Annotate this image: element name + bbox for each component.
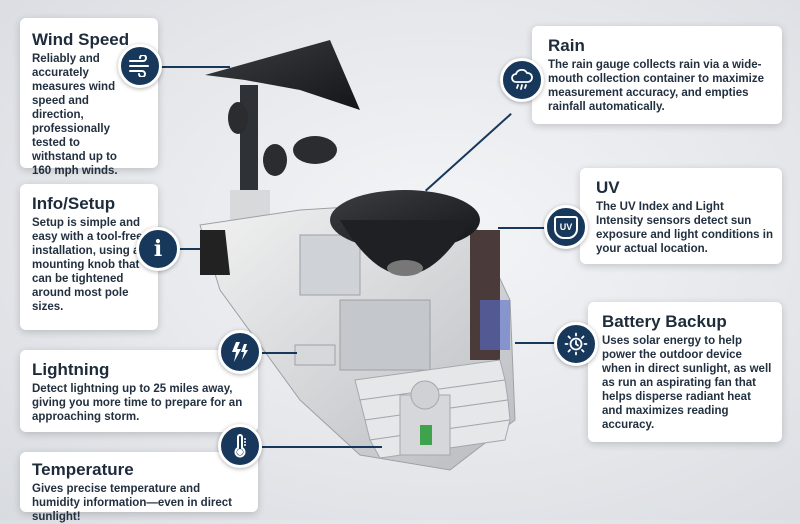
uv-title: UV: [596, 178, 620, 197]
uv-connector-line: [498, 227, 548, 229]
lightning-icon: [218, 330, 262, 374]
info-setup-card: Info/Setup Setup is simple and easy with…: [20, 184, 158, 330]
setup-connector-line: [160, 248, 200, 250]
lightning-title: Lightning: [32, 360, 110, 379]
thermometer-icon: [218, 424, 262, 468]
uv-card: UV The UV Index and Light Intensity sens…: [580, 168, 782, 264]
temperature-connector-line: [262, 446, 382, 448]
rain-title: Rain: [548, 36, 585, 55]
wind-connector-line: [160, 66, 230, 68]
uv-badge-text: UV: [559, 222, 573, 232]
info-setup-description: Setup is simple and easy with a tool-fre…: [32, 217, 143, 313]
battery-connector-line: [515, 342, 555, 344]
rain-description: The rain gauge collects rain via a wide-…: [548, 59, 764, 113]
lightning-description: Detect lightning up to 25 miles away, gi…: [32, 383, 243, 423]
uv-description: The UV Index and Light Intensity sensors…: [596, 201, 773, 255]
wind-icon: [118, 44, 162, 88]
battery-backup-description: Uses solar energy to help power the outd…: [602, 335, 772, 431]
wind-vane: [205, 40, 360, 230]
battery-backup-card: Battery Backup Uses solar energy to help…: [588, 302, 782, 442]
lightning-sensor-module: [294, 344, 336, 366]
rain-funnel: [330, 190, 480, 276]
radiation-shield: [354, 359, 511, 459]
rain-card: Rain The rain gauge collects rain via a …: [532, 26, 782, 124]
wind-speed-title: Wind Speed: [32, 30, 130, 49]
lightning-connector-line: [262, 352, 297, 354]
info-icon: i: [136, 227, 180, 271]
uv-shield-icon: UV: [544, 205, 588, 249]
temperature-description: Gives precise temperature and humidity i…: [32, 483, 232, 523]
lightning-card: Lightning Detect lightning up to 25 mile…: [20, 350, 258, 432]
battery-backup-title: Battery Backup: [602, 312, 727, 331]
temperature-title: Temperature: [32, 460, 134, 479]
info-setup-title: Info/Setup: [32, 194, 116, 213]
temperature-card: Temperature Gives precise temperature an…: [20, 452, 258, 523]
rain-cloud-icon: [500, 58, 544, 102]
wind-speed-card: Wind Speed Reliably and accurately measu…: [20, 18, 158, 177]
wind-speed-description: Reliably and accurately measures wind sp…: [32, 53, 118, 177]
solar-clock-icon: [554, 322, 598, 366]
